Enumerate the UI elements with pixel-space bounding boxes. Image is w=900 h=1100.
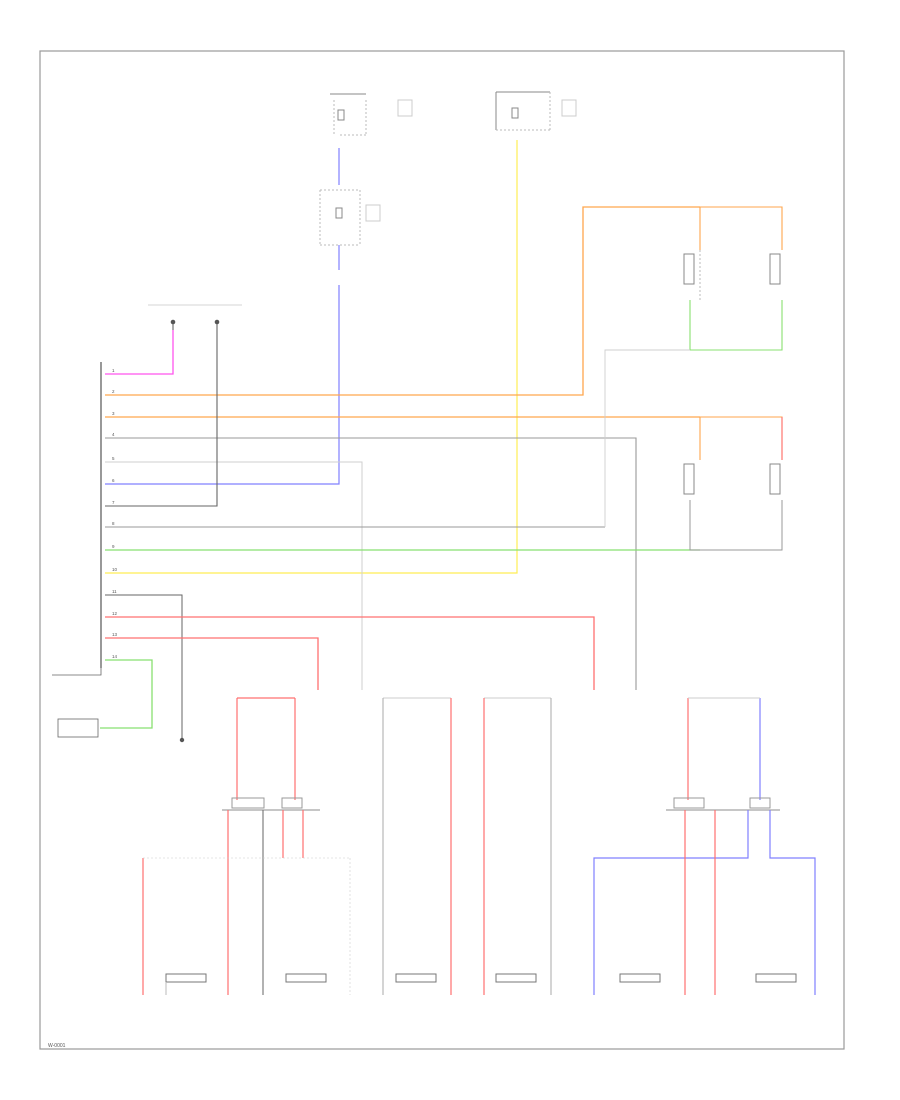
speaker-right-rear xyxy=(619,973,661,983)
harness-labels: 1 2 3 4 5 6 7 8 9 10 11 12 13 14 xyxy=(112,368,118,659)
speaker-left-front-door xyxy=(285,973,327,983)
speaker-left-rear xyxy=(165,973,207,995)
svg-text:7: 7 xyxy=(112,500,115,505)
svg-text:1: 1 xyxy=(112,368,115,373)
wire-yellow-main xyxy=(105,140,518,574)
svg-text:4: 4 xyxy=(112,432,115,437)
right-front-upper-speaker-1 xyxy=(683,250,701,300)
svg-text:8: 8 xyxy=(112,521,115,526)
left-front-upper-speaker-2 xyxy=(769,463,781,495)
connector-left-door xyxy=(222,697,320,811)
wire-darkgray xyxy=(105,330,218,507)
fuse-block-top-right xyxy=(495,91,577,131)
left-front-upper-speaker-1 xyxy=(683,463,695,495)
connector-right-door xyxy=(666,697,780,811)
svg-text:6: 6 xyxy=(112,478,115,483)
wire-ground xyxy=(105,594,183,715)
svg-text:13: 13 xyxy=(112,632,118,637)
svg-text:9: 9 xyxy=(112,544,115,549)
speaker-right-front-door xyxy=(755,973,797,983)
diagram-frame xyxy=(39,50,845,1050)
connector-center-left xyxy=(382,697,452,995)
dimmer-box xyxy=(57,718,99,738)
speaker-left-center xyxy=(395,973,437,983)
wire-red-1 xyxy=(105,616,595,690)
svg-text:14: 14 xyxy=(112,654,118,659)
wire-red-2 xyxy=(105,637,319,690)
svg-text:11: 11 xyxy=(112,589,117,594)
wire-pink xyxy=(105,330,174,375)
connector-center-right xyxy=(483,697,552,995)
right-front-upper-speaker-2 xyxy=(769,253,781,285)
svg-text:5: 5 xyxy=(112,456,115,461)
inline-connector-mid xyxy=(319,189,381,246)
svg-text:10: 10 xyxy=(112,567,118,572)
wire-gray-2 xyxy=(105,461,363,690)
svg-text:3: 3 xyxy=(112,411,115,416)
wire-orange-1 xyxy=(105,206,700,396)
wire-gray-1 xyxy=(105,437,637,690)
footer-code: W-0001 xyxy=(48,1043,66,1049)
fuse-block-top xyxy=(330,93,413,136)
ground-symbol xyxy=(179,715,185,743)
svg-text:2: 2 xyxy=(112,389,115,394)
wire-green-2 xyxy=(100,659,153,729)
svg-text:12: 12 xyxy=(112,611,118,616)
speaker-right-center xyxy=(495,973,537,983)
antenna-connector xyxy=(148,304,242,330)
